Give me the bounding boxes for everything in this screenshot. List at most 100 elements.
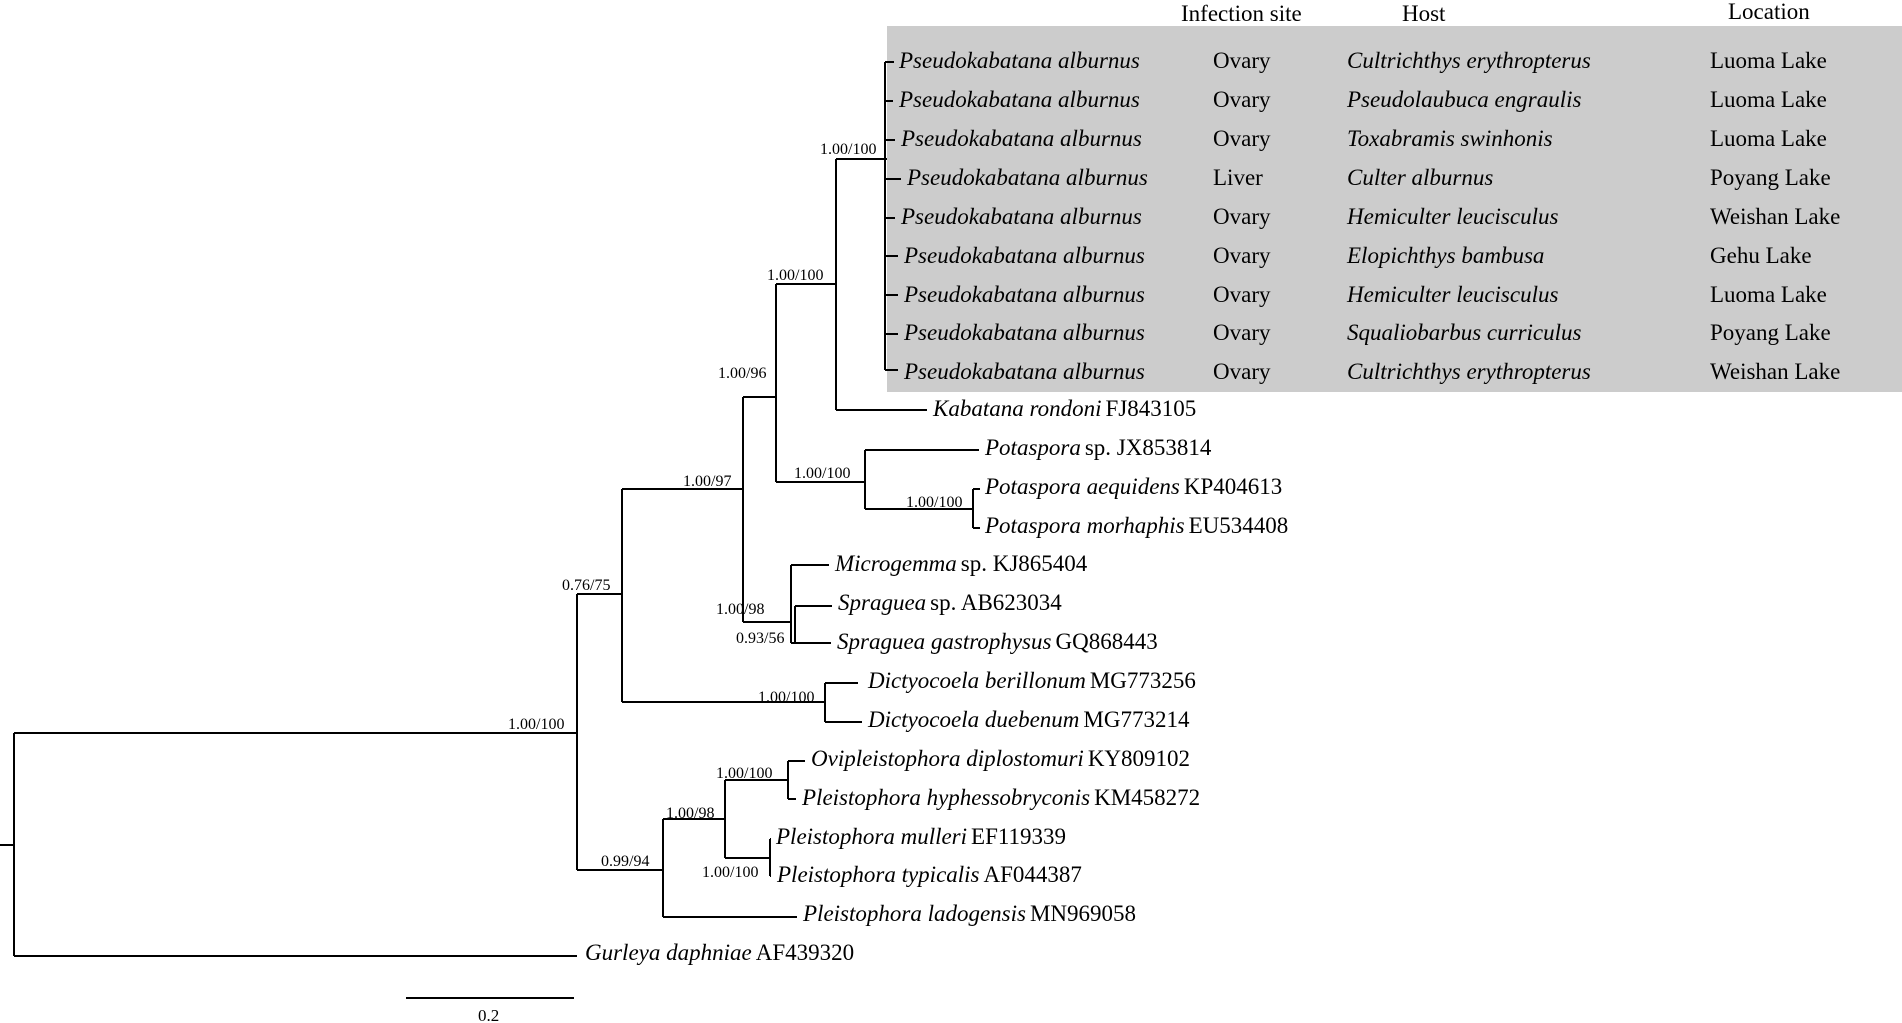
taxon-accession: KM458272 <box>1094 785 1200 810</box>
taxon-species: Pleistophora mulleri <box>775 824 967 849</box>
support-label: 1.00/98 <box>666 805 714 822</box>
row-site: Ovary <box>1213 320 1271 345</box>
taxon-label: Potaspora sp. JX853814 <box>984 435 1212 460</box>
taxon-label: Pleistophora mulleri EF119339 <box>775 824 1066 849</box>
taxon-label: Gurleya daphniae AF439320 <box>585 940 854 965</box>
scale-bar-label: 0.2 <box>478 1006 499 1023</box>
header-location: Location <box>1728 0 1810 24</box>
row-host: Hemiculter leucisculus <box>1346 204 1558 229</box>
tip-label: Microgemma sp. KJ865404 <box>834 551 1088 576</box>
support-label: 0.76/75 <box>562 577 610 594</box>
taxon-label: Microgemma sp. KJ865404 <box>834 551 1088 576</box>
support-label: 1.00/100 <box>906 494 962 511</box>
taxon-accession: MG773214 <box>1083 707 1190 732</box>
support-label: 1.00/97 <box>683 473 731 490</box>
row-host: Cultrichthys erythropterus <box>1347 359 1591 384</box>
row-species: Pseudokabatana alburnus <box>903 320 1145 345</box>
support-values: 1.00/100 1.00/100 1.00/96 1.00/100 1.00/… <box>508 141 962 881</box>
taxon-accession: AF439320 <box>756 940 854 965</box>
taxon-species: Ovipleistophora diplostomuri <box>811 746 1084 771</box>
table-row: Pseudokabatana alburnus Ovary Hemiculter… <box>900 204 1840 229</box>
row-location: Luoma Lake <box>1710 282 1827 307</box>
support-label: 1.00/100 <box>716 765 772 782</box>
row-site: Ovary <box>1213 87 1271 112</box>
row-host: Elopichthys bambusa <box>1346 243 1544 268</box>
taxon-species: Gurleya daphniae <box>585 940 752 965</box>
table-row: Pseudokabatana alburnus Ovary Pseudolaub… <box>898 87 1827 112</box>
support-label: 0.99/94 <box>601 853 649 870</box>
row-site: Ovary <box>1213 359 1271 384</box>
pleistophora-node <box>724 779 788 859</box>
tip-label: Potaspora morhaphis EU534408 <box>984 513 1288 538</box>
support-label: 1.00/100 <box>820 141 876 158</box>
taxon-accession: FJ843105 <box>1105 396 1196 421</box>
table-row: Pseudokabatana alburnus Ovary Squaliobar… <box>903 320 1831 345</box>
taxon-accession: KP404613 <box>1184 474 1282 499</box>
taxon-species: Kabatana rondoni <box>932 396 1101 421</box>
table-row: Pseudokabatana alburnus Ovary Hemiculter… <box>903 282 1827 307</box>
taxon-species: Pleistophora hyphessobryconis <box>801 785 1090 810</box>
root-node <box>13 732 577 957</box>
taxon-accession: AF044387 <box>984 862 1082 887</box>
taxon-label: Spraguea sp. AB623034 <box>838 590 1062 615</box>
row-species: Pseudokabatana alburnus <box>900 204 1142 229</box>
table-row: Pseudokabatana alburnus Liver Culter alb… <box>906 165 1831 190</box>
taxon-species: Pleistophora typicalis <box>776 862 980 887</box>
taxon-accession: GQ868443 <box>1055 629 1157 654</box>
row-site: Ovary <box>1213 243 1271 268</box>
ingroup-node <box>576 593 663 871</box>
row-host: Hemiculter leucisculus <box>1346 282 1558 307</box>
taxon-label: Pleistophora typicalis AF044387 <box>776 862 1082 887</box>
taxon-accession: MG773256 <box>1090 668 1196 693</box>
taxon-species: Potaspora <box>984 435 1081 460</box>
tip-label: Pleistophora ladogensis MN969058 <box>802 901 1136 926</box>
support-label: 1.00/100 <box>508 716 564 733</box>
row-host: Toxabramis swinhonis <box>1347 126 1553 151</box>
taxon-label: Spraguea gastrophysus GQ868443 <box>837 629 1158 654</box>
row-species: Pseudokabatana alburnus <box>903 243 1145 268</box>
taxon-accession: sp. AB623034 <box>930 590 1062 615</box>
kabatana-potaspora-node <box>775 283 865 483</box>
taxon-label: Pleistophora hyphessobryconis KM458272 <box>801 785 1200 810</box>
row-location: Luoma Lake <box>1710 87 1827 112</box>
taxon-accession: EF119339 <box>971 824 1066 849</box>
tip-label: Dictyocoela berillonum MG773256 <box>867 668 1196 693</box>
row-location: Gehu Lake <box>1710 243 1812 268</box>
row-site: Ovary <box>1213 126 1271 151</box>
row-species: Pseudokabatana alburnus <box>906 165 1148 190</box>
tip-label: Spraguea gastrophysus GQ868443 <box>837 629 1158 654</box>
main-clade-node <box>621 488 825 703</box>
row-site: Liver <box>1213 165 1263 190</box>
taxon-accession: sp. JX853814 <box>1085 435 1212 460</box>
tip-label: Pleistophora hyphessobryconis KM458272 <box>801 785 1200 810</box>
support-label: 1.00/100 <box>794 465 850 482</box>
pleist-clade-node <box>662 818 797 918</box>
taxon-label: Dictyocoela berillonum MG773256 <box>867 668 1196 693</box>
row-site: Ovary <box>1213 204 1271 229</box>
taxon-species: Pleistophora ladogensis <box>802 901 1026 926</box>
taxon-label: Potaspora aequidens KP404613 <box>984 474 1282 499</box>
taxon-species: Spraguea <box>838 590 926 615</box>
highlight-box <box>887 26 1902 392</box>
tip-label: Spraguea sp. AB623034 <box>838 590 1062 615</box>
pseudo-kabatana-node <box>835 158 927 411</box>
row-host: Cultrichthys erythropterus <box>1347 48 1591 73</box>
tip-label: Potaspora sp. JX853814 <box>984 435 1212 460</box>
micro-spraguea-node <box>790 564 829 644</box>
row-species: Pseudokabatana alburnus <box>903 359 1145 384</box>
taxon-label: Ovipleistophora diplostomuri KY809102 <box>811 746 1190 771</box>
header-infection-site: Infection site <box>1181 1 1302 26</box>
row-location: Weishan Lake <box>1710 204 1840 229</box>
row-host: Pseudolaubuca engraulis <box>1346 87 1581 112</box>
row-location: Luoma Lake <box>1710 126 1827 151</box>
row-host: Culter alburnus <box>1347 165 1493 190</box>
pseudokabatana-node <box>884 61 901 371</box>
taxon-species: Microgemma <box>834 551 957 576</box>
tip-label: Potaspora aequidens KP404613 <box>984 474 1282 499</box>
pleist-pair-node <box>769 838 771 877</box>
tip-label: Pleistophora typicalis AF044387 <box>776 862 1082 887</box>
taxon-label: Dictyocoela duebenum MG773214 <box>867 707 1190 732</box>
taxon-accession: KY809102 <box>1088 746 1190 771</box>
upper-clade-node <box>742 396 791 623</box>
